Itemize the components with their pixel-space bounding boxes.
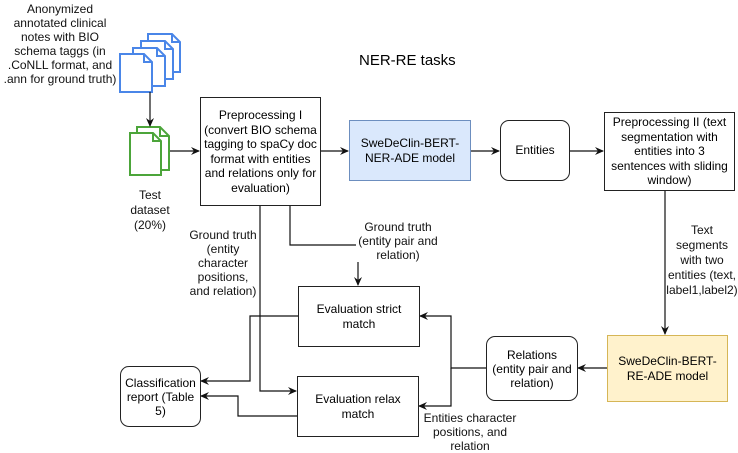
eval-strict-label: Evaluation strict match: [316, 301, 402, 331]
document-pair-icon: [129, 126, 170, 176]
preprocessing-1-box: Preprocessing I (convert BIO schema tagg…: [200, 97, 321, 206]
text-segments-label: Text segments with two entities (text, l…: [666, 223, 738, 297]
edge-prep1-to-strict: [289, 205, 362, 286]
relations-box: Relations (entity pair and relation): [486, 336, 578, 401]
entities-box: Entities: [500, 120, 570, 181]
edge-relations-to-relax: [418, 368, 452, 410]
relations-label: Relations (entity pair and relation): [492, 347, 572, 390]
document-stack-icon: [119, 33, 181, 93]
entities-label: Entities: [515, 143, 555, 157]
preprocessing-1-label: Preprocessing I (convert BIO schema tagg…: [204, 108, 317, 195]
source-docs-label: Anonymized annotated clinical notes with…: [3, 2, 117, 86]
edge-prep1-to-relax: [259, 205, 297, 395]
entities-positions-label: Entities character positions, and relati…: [423, 411, 517, 453]
diagram-title: NER-RE tasks: [359, 52, 456, 69]
ground-truth-positions-label: Ground truth (entity character positions…: [189, 228, 257, 298]
edge-relax-to-report: [200, 392, 297, 417]
eval-relax-label: Evaluation relax match: [315, 391, 401, 421]
eval-strict-box: Evaluation strict match: [298, 286, 420, 347]
connectors: [146, 92, 669, 417]
edge-strict-to-report: [200, 315, 298, 385]
classification-report-box: Classification report (Table 5): [120, 366, 201, 427]
ner-model-label: SweDeClin-BERT-NER-ADE model: [360, 135, 460, 165]
re-model-box: SweDeClin-BERT-RE-ADE model: [607, 335, 728, 402]
ground-truth-pair-label: Ground truth (entity pair and relation): [356, 220, 440, 262]
preprocessing-2-box: Preprocessing II (text segmentation with…: [604, 112, 735, 191]
edge-relations-to-strict: [419, 312, 486, 369]
classification-report-label: Classification report (Table 5): [125, 375, 196, 418]
ner-model-box: SweDeClin-BERT-NER-ADE model: [349, 120, 471, 181]
preprocessing-2-label: Preprocessing II (text segmentation with…: [611, 115, 728, 188]
re-model-label: SweDeClin-BERT-RE-ADE model: [618, 353, 717, 383]
test-dataset-label: Test dataset (20%): [130, 188, 170, 232]
eval-relax-box: Evaluation relax match: [297, 376, 419, 437]
